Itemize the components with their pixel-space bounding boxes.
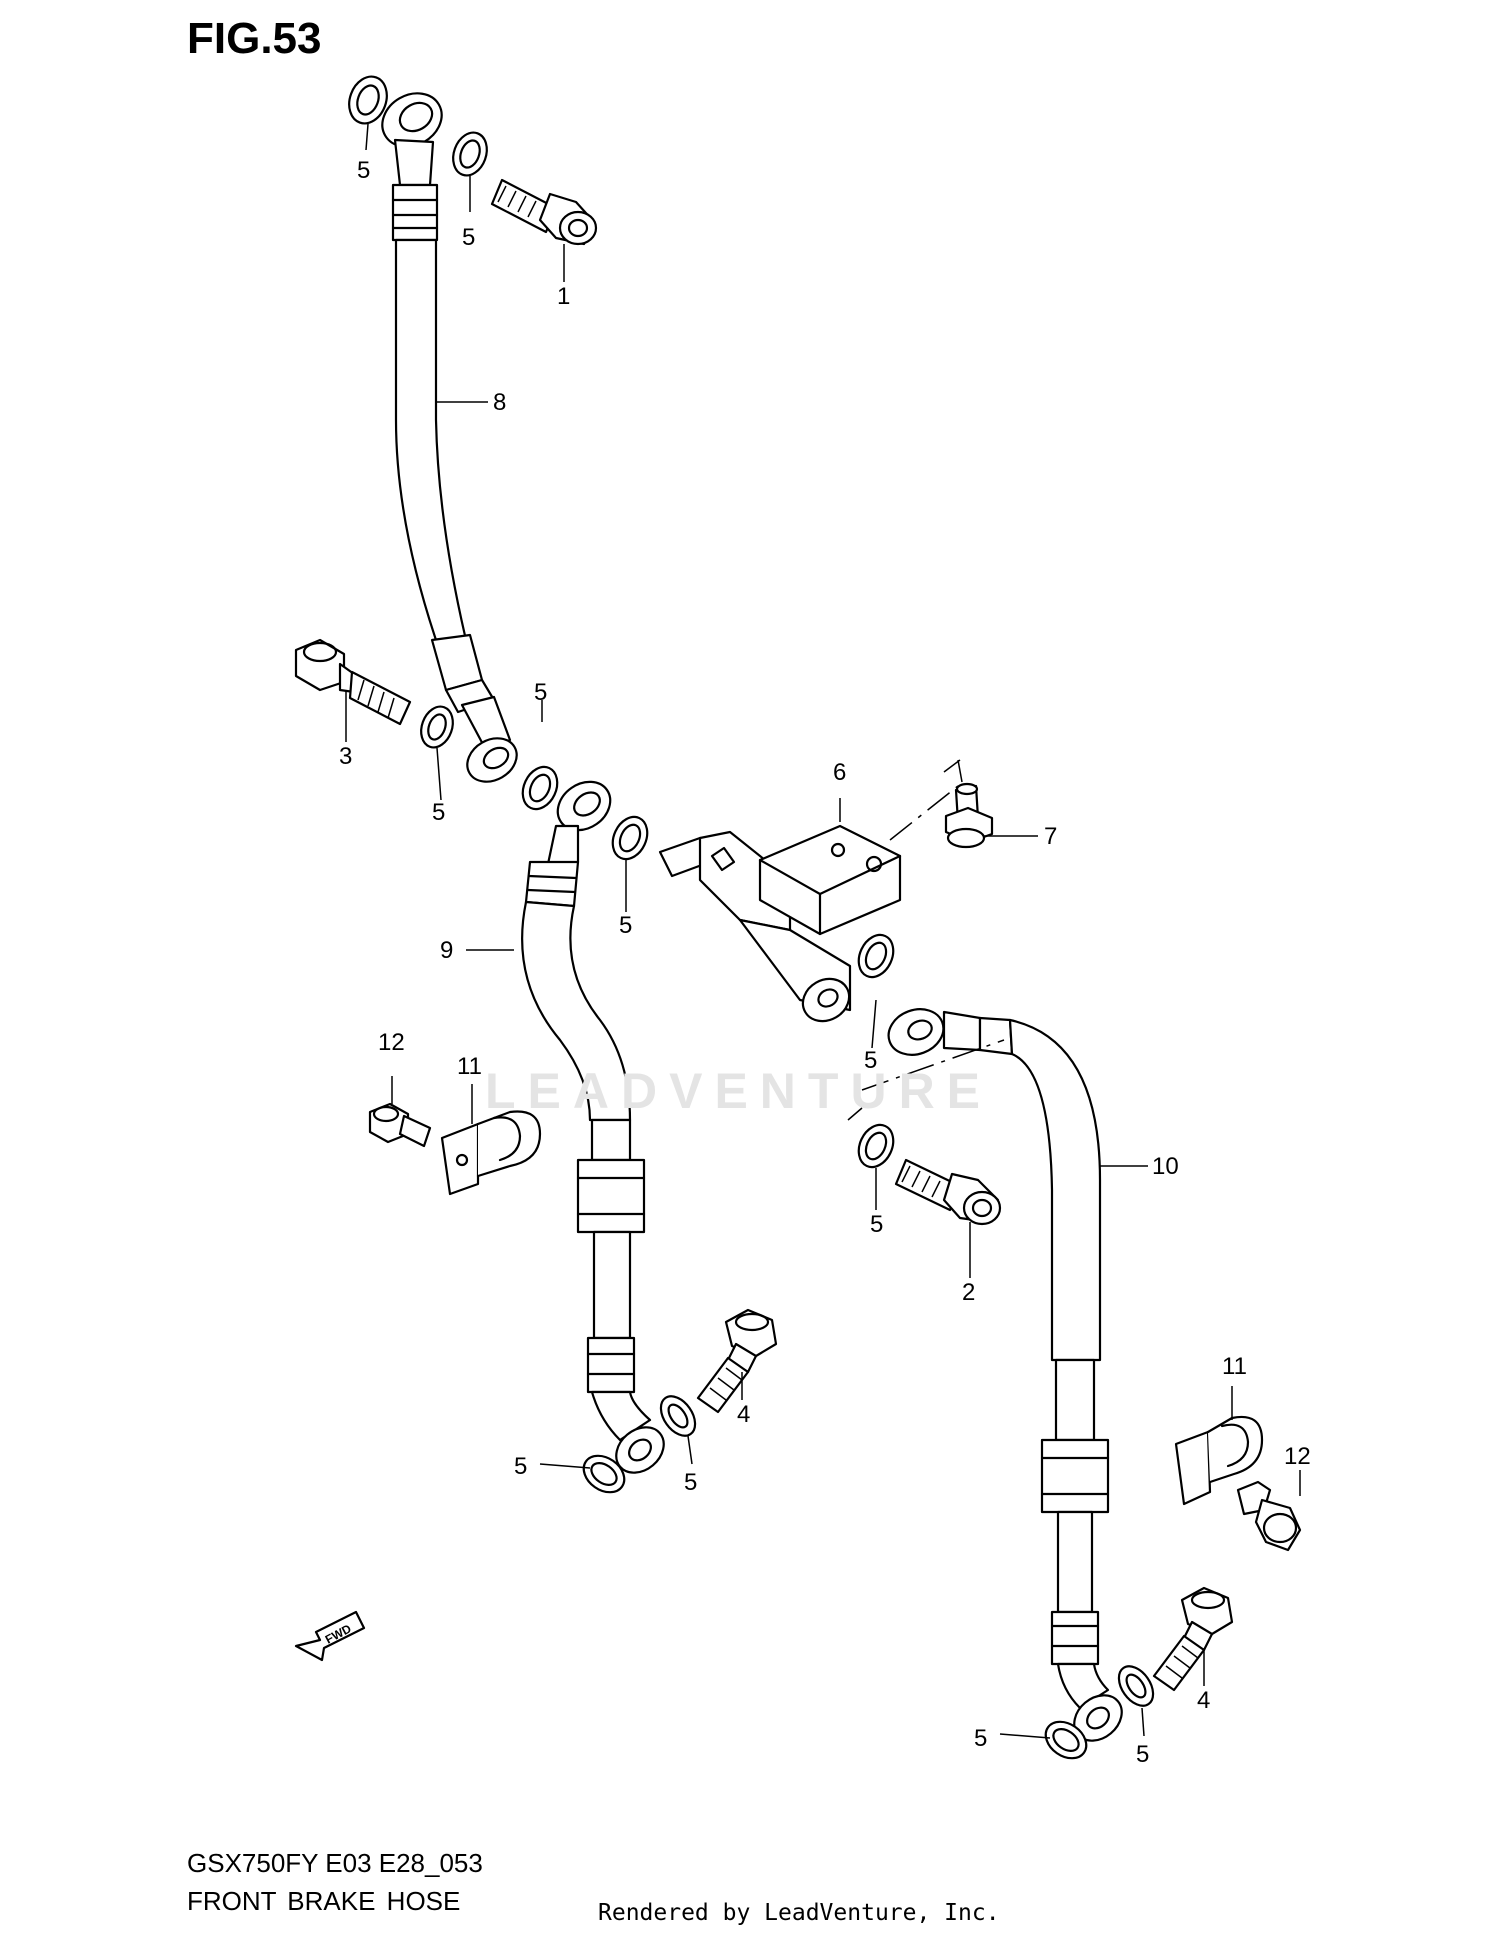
washer-5k [1117,1665,1155,1707]
callout-4a: 4 [737,1401,750,1428]
brake-hose-left [521,780,665,1474]
callout-2: 2 [962,1279,975,1306]
brake-hose-joint [658,824,902,1023]
diagram-name: FRONT BRAKE HOSE [187,1886,461,1916]
leadventure-watermark: LEADVENTURE [485,1063,993,1119]
callout-5h: 5 [514,1453,527,1480]
brake-hose-right [887,1008,1123,1742]
union-bolt-4-left [696,1308,778,1414]
callout-3: 3 [339,743,352,770]
leader-lines [345,123,1301,1739]
callout-numbers: 5 5 1 8 3 5 5 5 6 7 9 5 11 12 10 5 2 4 5… [339,157,1311,1768]
callout-5j: 5 [974,1725,987,1752]
callout-11a: 11 [457,1053,482,1080]
callout-5c: 5 [432,799,445,826]
callout-8: 8 [493,389,506,416]
callout-1: 1 [557,283,570,310]
rendered-by-credit: Rendered by LeadVenture, Inc. [598,1900,1000,1926]
washer-5a [348,75,388,125]
union-bolt-4-right [1152,1586,1234,1692]
callout-5g: 5 [870,1211,883,1238]
callout-12b: 12 [1284,1443,1311,1470]
washers [348,75,1155,1760]
callout-5e: 5 [619,912,632,939]
union-bolt-3 [294,638,412,726]
callout-10: 10 [1152,1153,1179,1180]
washer-5j [1044,1720,1088,1760]
callout-7: 7 [1044,823,1057,850]
forward-arrow-icon: FWD [294,1610,366,1662]
bolt-12-left [368,1102,432,1148]
figure-title: FIG.53 [187,14,322,63]
union-bolt-1 [490,178,598,246]
callout-5f: 5 [864,1047,877,1074]
brake-hose-upper [381,92,518,783]
washer-5f [857,933,895,979]
washer-5c [420,705,454,749]
callout-12a: 12 [378,1029,405,1056]
callout-6: 6 [833,759,846,786]
washer-5i [659,1395,697,1437]
washer-5e [611,815,649,861]
clamp-11-right [1174,1415,1264,1506]
washer-5d [521,765,559,811]
callout-5b: 5 [462,224,475,251]
clamp-11-left [440,1110,542,1196]
model-code: GSX750FY E03 E28_053 [187,1848,483,1878]
bolt-7 [944,782,994,849]
washer-5b [452,131,488,177]
bolt-12-right [1236,1480,1302,1552]
callout-5i: 5 [684,1469,697,1496]
callout-11b: 11 [1222,1353,1247,1380]
callout-4b: 4 [1197,1687,1210,1714]
alignment-lines [847,759,1005,1121]
callout-9: 9 [440,937,453,964]
callout-5k: 5 [1136,1741,1149,1768]
washer-5g [857,1123,895,1169]
callout-5a: 5 [357,157,370,184]
union-bolt-2 [894,1158,1002,1226]
callout-5d: 5 [534,679,547,706]
washer-5h [582,1454,626,1494]
